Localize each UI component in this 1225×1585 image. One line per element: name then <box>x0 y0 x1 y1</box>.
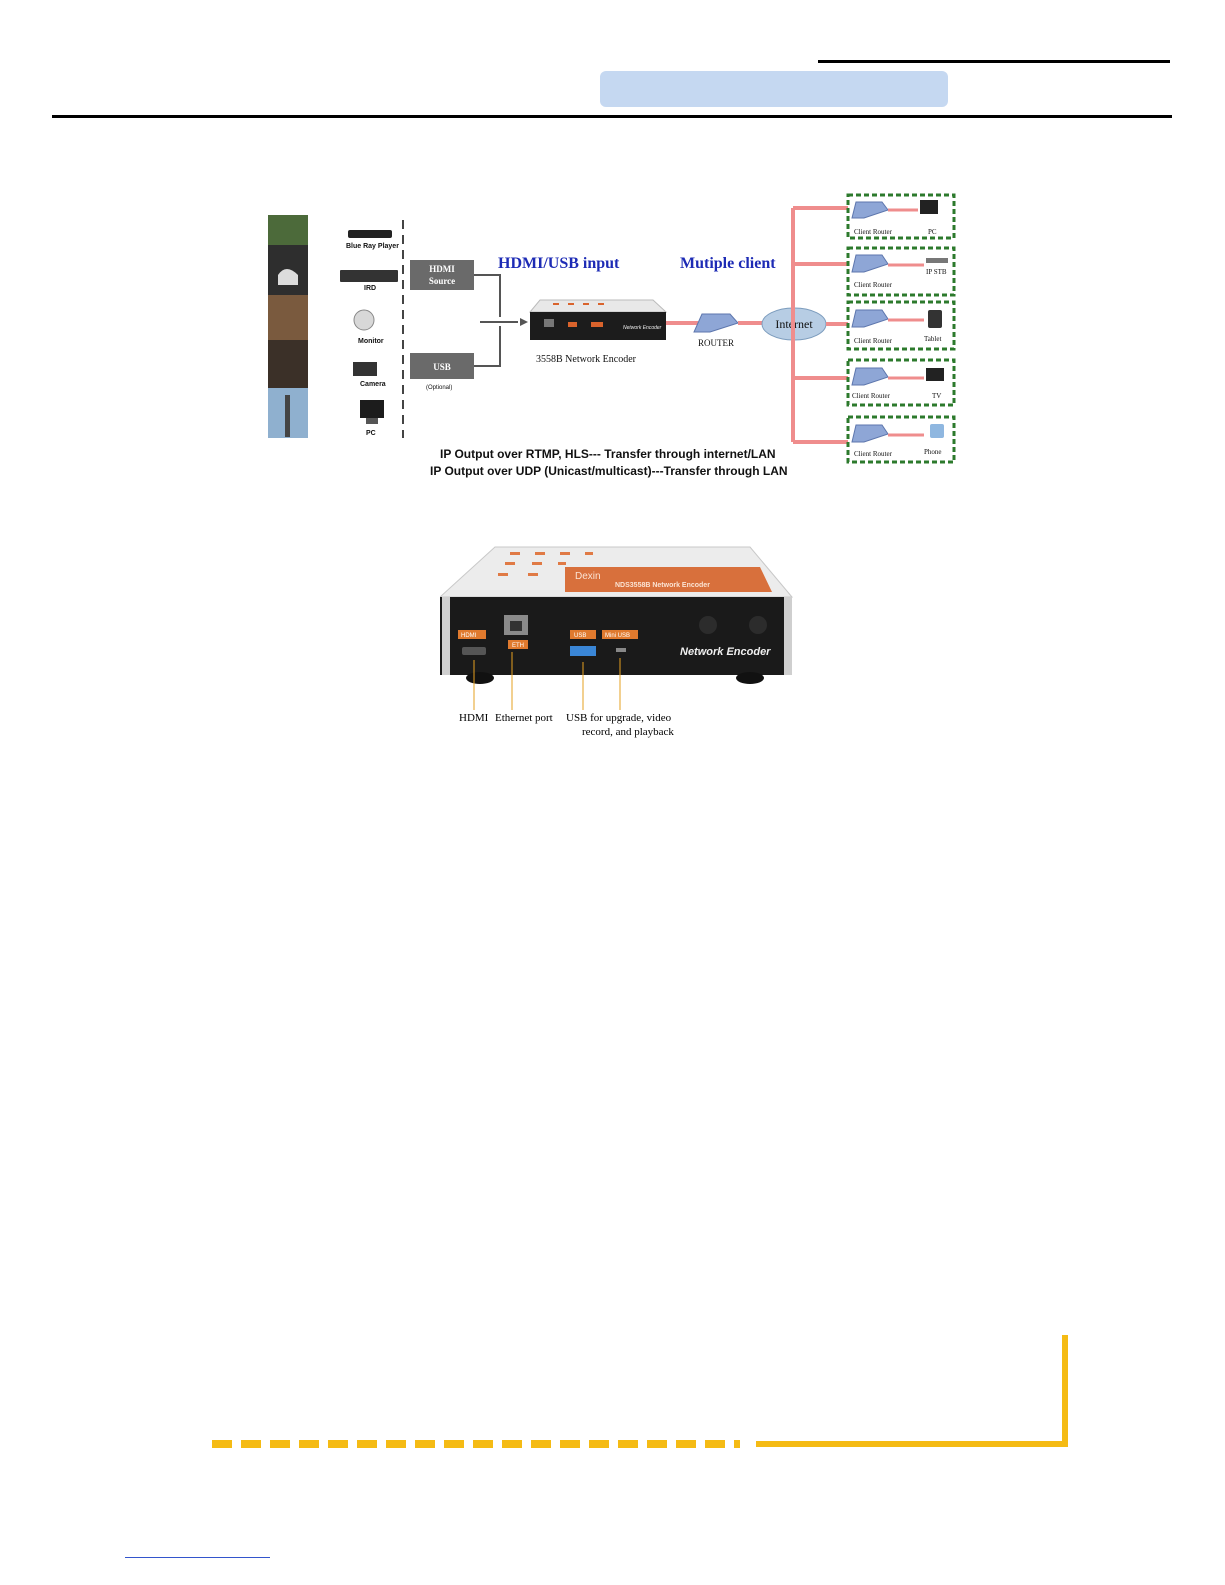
port-label-hdmi: HDMI <box>461 633 477 639</box>
port-label-mini-usb: Mini USB <box>605 633 630 639</box>
usb-optional-note: (Optional) <box>426 385 452 391</box>
output-note-2: IP Output over UDP (Unicast/multicast)--… <box>430 464 788 478</box>
footer-link-underline <box>125 1557 270 1558</box>
client-1: Client Router IP STB <box>848 248 954 295</box>
port-label-usb: USB <box>574 633 586 639</box>
router-label: ROUTER <box>698 338 734 348</box>
client-router-label: Client Router <box>854 337 893 345</box>
usb-box-label: USB <box>433 362 451 372</box>
source-label-1: IRD <box>364 285 376 292</box>
caption-ethernet: Ethernet port <box>495 712 553 724</box>
input-title: HDMI/USB input <box>498 255 620 272</box>
caption-usb-line1: USB for upgrade, video <box>566 712 671 724</box>
hdmi-box-label-1: HDMI <box>429 264 455 274</box>
port-label-eth: ETH <box>512 643 524 649</box>
client-list: Client Router PC Client Router IP STB Cl… <box>848 195 954 462</box>
source-photos <box>268 215 308 438</box>
client-device-label: Phone <box>924 448 942 456</box>
system-diagram: Blue Ray Player IRD Monitor Camera PC HD… <box>268 190 968 490</box>
header-rule-top <box>818 60 1170 63</box>
device-top-label: NDS3558B Network Encoder <box>615 582 710 589</box>
header-rule <box>52 115 1172 118</box>
clients-title: Mutiple client <box>680 255 776 272</box>
encoder-brand: Network Encoder <box>623 325 662 331</box>
client-router-label: Client Router <box>852 392 891 400</box>
source-label-0: Blue Ray Player <box>346 243 399 250</box>
output-note-1: IP Output over RTMP, HLS--- Transfer thr… <box>440 447 776 461</box>
hdmi-box-label-2: Source <box>429 276 455 286</box>
caption-usb-line2: record, and playback <box>582 726 674 738</box>
source-label-2: Monitor <box>358 338 384 345</box>
client-router-label: Client Router <box>854 281 893 289</box>
device-brand-script: Dexin <box>575 571 601 582</box>
client-4: Client Router Phone <box>848 417 954 462</box>
router-icon <box>694 314 738 332</box>
encoder-label: 3558B Network Encoder <box>536 354 637 365</box>
source-devices <box>340 230 398 424</box>
client-device-label: Tablet <box>924 335 941 343</box>
client-device-label: TV <box>932 392 941 400</box>
source-label-4: PC <box>366 430 376 437</box>
client-3: Client Router TV <box>848 360 954 405</box>
caption-hdmi: HDMI <box>459 712 488 724</box>
port-callouts <box>440 650 800 710</box>
client-device-label: PC <box>928 228 937 236</box>
encoder-device: Network Encoder <box>530 300 666 340</box>
client-router-label: Client Router <box>854 228 893 236</box>
source-label-3: Camera <box>360 381 386 388</box>
header-title-box <box>600 71 948 107</box>
client-device-label: IP STB <box>926 268 947 276</box>
client-0: Client Router PC <box>848 195 954 238</box>
client-2: Client Router Tablet <box>848 302 954 349</box>
footer-decoration <box>210 1330 1080 1460</box>
client-router-label: Client Router <box>854 450 893 458</box>
